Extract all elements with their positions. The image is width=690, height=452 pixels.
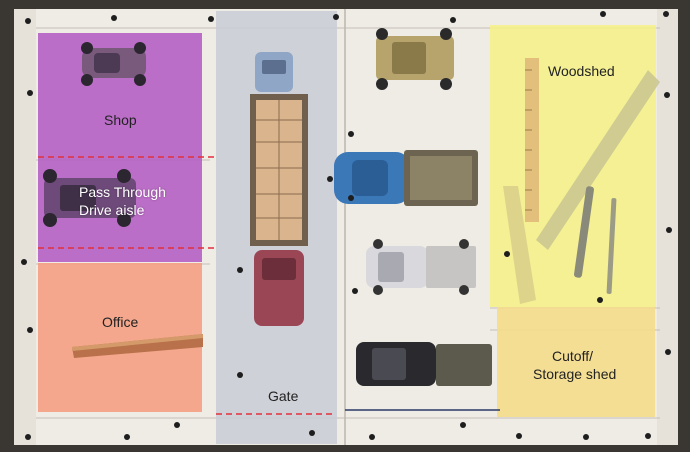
flatbed-truck-vehicle (250, 52, 308, 326)
shop-label: Shop (104, 112, 137, 128)
wood-piece (72, 334, 203, 358)
zone-dividers (38, 156, 336, 415)
board-edge-right (657, 9, 678, 445)
office-label: Office (102, 314, 139, 330)
pencil-tool (606, 198, 617, 294)
black-pickup-vehicle (356, 342, 492, 386)
gate-label: Gate (268, 388, 299, 404)
jeep-vehicle (43, 169, 136, 227)
cutoff-label-line2: Storage shed (533, 366, 617, 382)
hot-rod-vehicle (81, 42, 146, 86)
ruler-tool (525, 58, 539, 222)
pass-through-label-line2: Drive aisle (79, 202, 145, 218)
pen-tool (574, 186, 594, 278)
straightedge-tool (536, 70, 660, 250)
triangle-ruler-tool (503, 186, 536, 304)
pass-through-label-line1: Pass Through (79, 184, 166, 200)
blue-pickup-vehicle (334, 150, 478, 206)
pushpins (21, 11, 672, 440)
army-jeep-vehicle (376, 28, 454, 90)
board-edge-left (14, 9, 36, 445)
white-pickup-vehicle (366, 239, 476, 295)
woodshed-label: Woodshed (548, 63, 615, 79)
cutoff-label-line1: Cutoff/ (552, 348, 593, 364)
cutoff-zone (497, 307, 655, 417)
